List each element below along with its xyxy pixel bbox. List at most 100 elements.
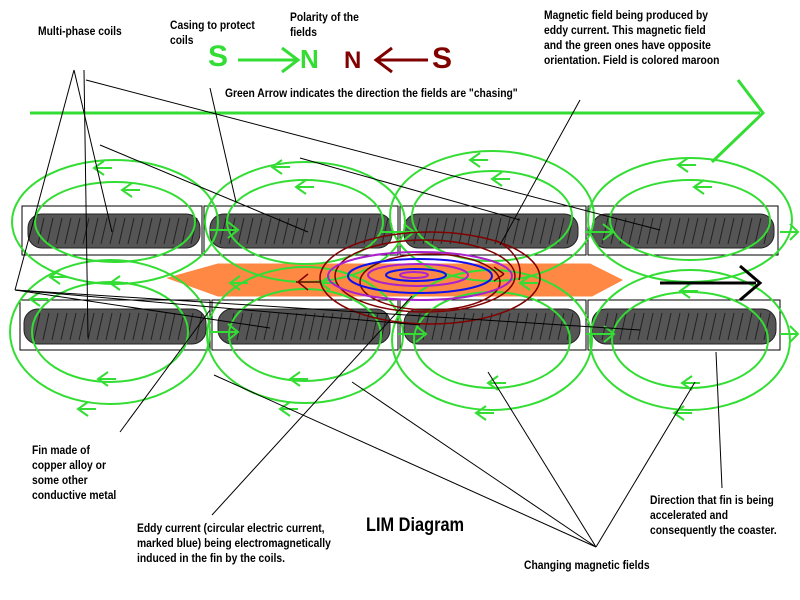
coil-hatch-line <box>246 217 254 245</box>
coil-hatch-line <box>96 312 104 341</box>
coil-hatch-line <box>449 217 457 245</box>
coil-hatch-line <box>336 217 344 245</box>
coil-hatch-line <box>264 217 272 245</box>
coil-hatch-line <box>673 312 681 341</box>
coil-hatch-line <box>646 217 654 245</box>
coil-hatch-line <box>159 312 167 341</box>
coil-hatch-line <box>530 312 538 341</box>
coil-hatch-line <box>73 217 81 245</box>
coil-hatch-line <box>69 312 77 341</box>
coil-hatch-line <box>494 312 502 341</box>
polarity-maroon-n: N <box>344 47 362 74</box>
coil-hatch-line <box>458 312 466 341</box>
coil-hatch-line <box>485 217 493 245</box>
coil-hatch-line <box>362 312 370 341</box>
coil-hatch-line <box>718 217 726 245</box>
coil-hatch-line <box>458 217 466 245</box>
coil-hatch-line <box>145 217 153 245</box>
coil-hatch-line <box>245 312 253 341</box>
coil-hatch-line <box>87 312 95 341</box>
coil-hatch-line <box>539 217 547 245</box>
coil-hatch-line <box>46 217 54 245</box>
coil-hatch-line <box>646 312 654 341</box>
coil-hatch-line <box>354 217 362 245</box>
coil-hatch-line <box>60 312 68 341</box>
coil-hatch-line <box>318 217 326 245</box>
coil-hatch-line <box>33 312 41 341</box>
coil <box>27 213 201 249</box>
coil-hatch-line <box>503 312 511 341</box>
coil-hatch-line <box>150 312 158 341</box>
coil-hatch-line <box>154 217 162 245</box>
coil-hatch-line <box>521 312 529 341</box>
coil <box>591 308 777 345</box>
coil-hatch-line <box>327 217 335 245</box>
label-multiphase-coils: Multi-phase coils <box>38 24 122 38</box>
coil-hatch-line <box>754 217 762 245</box>
label-casing: Casing to protect coils <box>170 18 255 47</box>
coil-hatch-line <box>539 312 547 341</box>
coil-hatch-line <box>467 312 475 341</box>
coil-hatch-line <box>449 312 457 341</box>
coil-hatch-line <box>299 312 307 341</box>
coil-hatch-line <box>372 217 380 245</box>
coil-hatch-line <box>317 312 325 341</box>
coil-hatch-line <box>467 217 475 245</box>
coil-hatch-line <box>727 217 735 245</box>
label-polarity: Polarity of the fields <box>290 10 359 39</box>
coil-hatch-line <box>557 312 565 341</box>
coil-hatch-line <box>100 217 108 245</box>
coil-hatch-line <box>718 312 726 341</box>
label-eddy-current: Eddy current (circular electric current,… <box>137 521 331 565</box>
coil-hatch-line <box>55 217 63 245</box>
coil-hatch-line <box>655 312 663 341</box>
coil-hatch-line <box>485 312 493 341</box>
chasing-direction-arrow <box>30 79 766 164</box>
coil-hatch-line <box>127 217 135 245</box>
label-direction: Direction that fin is being accelerated … <box>650 493 777 537</box>
coil-hatch-line <box>290 312 298 341</box>
label-changing-fields: Changing magnetic fields <box>524 558 650 572</box>
coil-hatch-line <box>236 312 244 341</box>
coil-hatch-line <box>291 217 299 245</box>
coil <box>217 308 391 345</box>
polarity-green-s: S <box>208 40 229 73</box>
coil-hatch-line <box>548 217 556 245</box>
coil-hatch-line <box>736 217 744 245</box>
coil-hatch-line <box>281 312 289 341</box>
coil-hatch-line <box>476 217 484 245</box>
coil-hatch-line <box>132 312 140 341</box>
coil-hatch-line <box>628 312 636 341</box>
coil-hatch-line <box>700 312 708 341</box>
coil-hatch-line <box>353 312 361 341</box>
coil-hatch-line <box>237 217 245 245</box>
label-green-arrow: Green Arrow indicates the direction the … <box>225 86 518 100</box>
coil-hatch-line <box>109 217 117 245</box>
coil-hatch-line <box>118 217 126 245</box>
coil-hatch-line <box>709 312 717 341</box>
field-direction-arrows <box>28 152 800 421</box>
coil-hatch-line <box>309 217 317 245</box>
polarity-maroon-s: S <box>432 42 453 75</box>
coil-hatch-line <box>300 217 308 245</box>
polarity-green-n: N <box>300 44 319 74</box>
coil-hatch-line <box>177 312 185 341</box>
coil-hatch-line <box>512 217 520 245</box>
coil-hatch-line <box>181 217 189 245</box>
maroon-polarity-arrow <box>373 46 428 74</box>
coil-hatch-line <box>335 312 343 341</box>
coil-hatch-line <box>440 217 448 245</box>
coil-hatch-line <box>548 312 556 341</box>
coil-hatch-line <box>637 217 645 245</box>
coil-hatch-line <box>673 217 681 245</box>
coil-hatch-line <box>255 217 263 245</box>
coil-hatch-line <box>664 312 672 341</box>
coil-hatch-line <box>91 217 99 245</box>
acceleration-direction-arrow <box>660 264 763 302</box>
coil-hatching-upper <box>37 217 771 245</box>
coil-hatch-line <box>51 312 59 341</box>
coil-hatch-line <box>345 217 353 245</box>
diagram-title: LIM Diagram <box>366 515 465 536</box>
coil-hatch-line <box>273 217 281 245</box>
